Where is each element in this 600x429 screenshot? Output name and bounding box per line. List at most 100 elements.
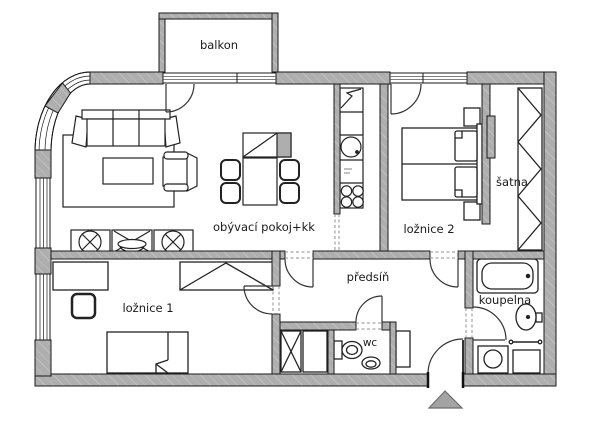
wall-bedroom2-west [379,83,389,252]
exterior-wall-top [87,71,164,85]
room-label-bedroom1: ložnice 1 [122,301,173,315]
bed-headboard [476,123,483,205]
kitchen-sink-icon [340,136,362,158]
armchair-arm [163,151,189,160]
room-label-bedroom2: ložnice 2 [403,222,454,236]
door-bedroom2-entry [429,258,459,288]
exterior-wall-top [275,71,391,85]
bathroom-fixtures [476,258,543,374]
cabinet-diagonal [242,132,278,158]
wardrobe-body [179,261,274,291]
room-label-bathroom: koupelna [479,293,531,307]
hob-cross [81,233,99,251]
door-bedroom1 [243,285,273,315]
towel-rail [508,339,543,345]
wc-fixtures [333,340,381,370]
opening-bedroom2 [430,251,458,259]
wall-closet-jog [486,115,496,159]
room-label-living: obývací pokoj+kk [213,220,315,234]
wardrobe-body [517,87,543,251]
bathtub-inner [481,262,534,290]
wc-washbasin-bowl [365,360,377,368]
sofa-seat [86,118,166,147]
door-openings [272,214,473,338]
wall-living-bedroom1 [50,250,286,260]
dining-chair [220,182,241,204]
doors [165,83,507,388]
wall-bedroom1-east [271,313,281,375]
room-label-wc: wc [363,337,378,349]
single-bed [106,331,189,374]
wall-bathroom-west [464,250,474,309]
toilet-bowl [345,344,359,356]
armchair-seat [162,156,190,187]
opening-wc [356,322,382,330]
sofa [71,109,181,148]
desk [52,261,109,291]
cabinet-gray-part [276,132,292,158]
bathtub-drain [525,273,531,279]
wardrobe-chevron [517,195,542,251]
wall-bedroom1-east [271,250,281,287]
wall-bathroom-west [464,337,474,375]
opening-living-hall [285,251,313,259]
pillow-fold [455,131,463,139]
windows [162,72,468,84]
basin-drain [525,314,531,320]
wall-pier [34,247,52,275]
tv-cabinet [242,132,292,158]
chair [70,292,97,320]
sink-basin-icon [117,238,147,250]
wardrobe-mark [179,262,274,291]
toilet-tank [333,340,343,360]
exterior-wall-top [466,71,557,85]
pillow [454,130,478,162]
door-bedroom2-french-window [390,83,422,115]
room-labels: balkon obývací pokoj+kk ložnice 1 ložnic… [122,38,531,349]
basin-tap [535,312,543,323]
living-room-furniture [62,109,300,255]
wall-wc-east [389,321,397,375]
dining-chair [279,159,300,181]
dining-set [220,157,300,206]
wardrobe-chevron [517,87,542,143]
armchair-arm [163,183,189,192]
bed-body [106,331,189,374]
door-entrance [426,338,465,388]
kitchen-unit-column [339,87,364,209]
wardrobe [179,261,274,291]
interior-walls [50,83,545,375]
room-label-closet: šatna [496,175,528,189]
walls [34,12,557,387]
wall-pier [44,82,72,114]
door-wc [355,295,383,323]
exterior-wall-bottom [34,373,429,387]
door-bathroom [472,306,507,341]
balcony-window [162,72,277,84]
room-label-hallway: předsíň [347,270,390,284]
sofa-back [81,109,171,120]
washing-machine-door [483,349,503,369]
room-label-balcony: balkon [200,38,238,52]
pillow-fold [455,189,463,197]
blanket-fold-line [155,363,169,374]
kitchenette-counter-row [70,229,194,255]
wall-hall-north [312,250,431,260]
window-wall-left [34,149,52,377]
armchair [162,151,198,192]
wall-wc-top [279,321,357,331]
exterior-wall-right [543,71,557,387]
closet-wardrobe [517,87,543,251]
fridge-icon [340,88,362,109]
sink-drain [355,150,359,154]
armchair-back [186,152,198,192]
wall-bathroom-top [457,250,545,260]
dining-chair [279,182,300,204]
cooktop-icon [340,185,364,208]
pillow [454,166,478,198]
bedroom2-window [389,72,468,84]
bedroom1-furniture [52,261,274,374]
dining-chair [220,159,241,181]
hob-cross [164,233,182,251]
